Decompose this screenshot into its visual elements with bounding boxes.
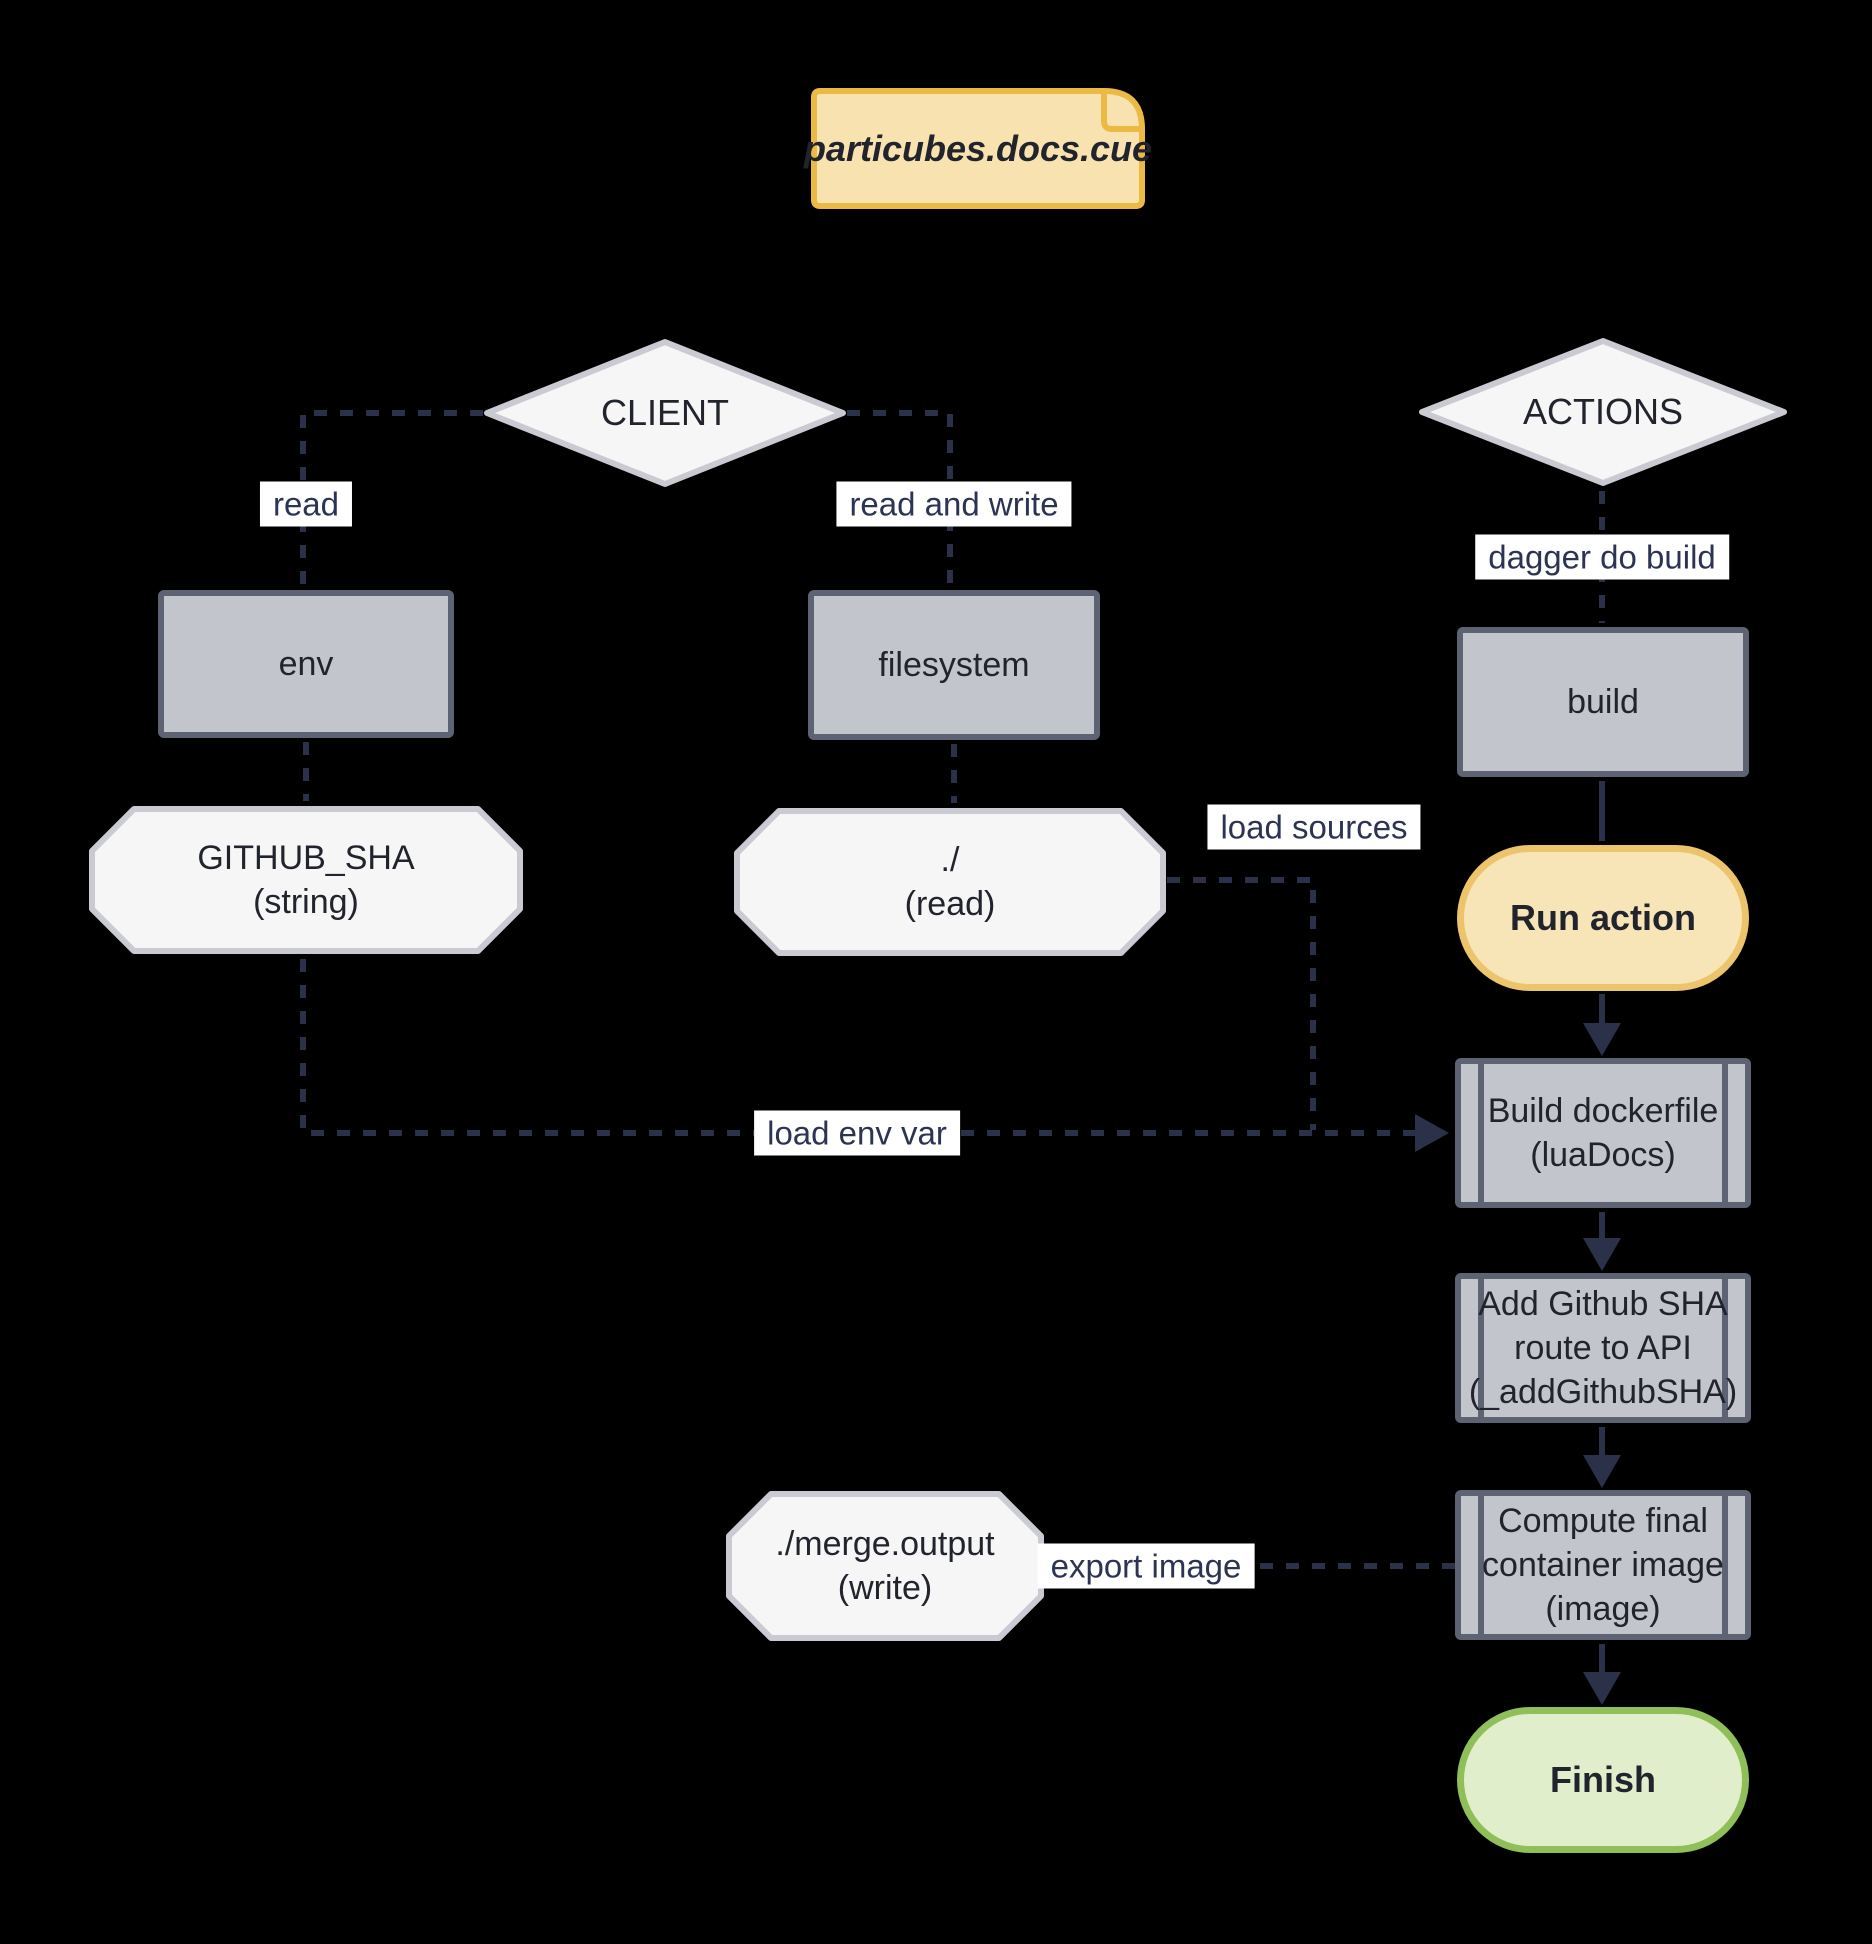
node-label: ACTIONS: [1522, 391, 1683, 432]
node-dot-slash-read: ./ (read): [733, 807, 1167, 957]
arrowhead-finish: [1583, 1672, 1621, 1705]
subroutine-bar: [1722, 1496, 1728, 1634]
actions-diamond-shape: [1419, 338, 1787, 486]
node-label: env: [278, 645, 334, 683]
client-diamond-shape: [484, 339, 846, 487]
arrowhead-runaction: [1583, 1023, 1621, 1056]
dot-slash-octagon-shape: [734, 808, 1166, 956]
node-github-sha: GITHUB_SHA (string): [88, 805, 524, 955]
subroutine-bar: [1478, 1496, 1484, 1634]
edge-label-read-and-write: read and write: [836, 481, 1072, 527]
node-label: Build dockerfile (luaDocs): [1487, 1092, 1719, 1174]
edge-client-filesystem: [847, 410, 953, 586]
node-label: Add Github SHA route to API (_addGithubS…: [1468, 1285, 1738, 1411]
edge-label-export-image: export image: [1037, 1543, 1255, 1589]
node-label: ./merge.output (write): [775, 1525, 995, 1607]
arrowhead-load-env-var: [1415, 1114, 1449, 1152]
node-label: build: [1567, 683, 1639, 721]
node-label: ./ (read): [904, 841, 996, 923]
node-label: Run action: [1510, 897, 1696, 938]
edge-label-load-env-var: load env var: [754, 1110, 960, 1156]
node-label: GITHUB_SHA (string): [197, 839, 415, 921]
node-build-dockerfile: Build dockerfile (luaDocs): [1455, 1058, 1751, 1208]
node-filesystem: filesystem: [808, 590, 1100, 740]
node-actions: ACTIONS: [1418, 337, 1788, 487]
subroutine-bar: [1722, 1064, 1728, 1202]
arrowhead-addsha: [1583, 1238, 1621, 1271]
node-label: particubes.docs.cue: [803, 127, 1153, 169]
node-compute-image: Compute final container image (image): [1455, 1490, 1751, 1640]
node-finish: Finish: [1457, 1707, 1749, 1853]
github-sha-octagon-shape: [89, 806, 523, 954]
node-client: CLIENT: [483, 338, 847, 488]
node-label: filesystem: [878, 646, 1030, 684]
node-merge-output: ./merge.output (write): [725, 1490, 1045, 1642]
node-label: Finish: [1550, 1759, 1656, 1800]
edge-label-load-sources: load sources: [1207, 804, 1421, 850]
edge-label-dagger-do-build: dagger do build: [1475, 534, 1729, 580]
edge-label-read: read: [259, 481, 353, 527]
node-label: CLIENT: [600, 392, 730, 433]
edge-dotslash-builddockerfile: [1167, 877, 1316, 1130]
subroutine-bar: [1478, 1279, 1484, 1417]
edge-client-env: [300, 410, 483, 586]
subroutine-bar: [1478, 1064, 1484, 1202]
arrowhead-compute: [1583, 1455, 1621, 1488]
note-shape: [811, 88, 1145, 209]
node-build: build: [1457, 627, 1749, 777]
node-env: env: [158, 590, 454, 738]
node-label: Compute final container image (image): [1482, 1502, 1724, 1628]
subroutine-bar: [1722, 1279, 1728, 1417]
edge-githubsha-builddockerfile: [300, 959, 1420, 1136]
node-add-github-sha: Add Github SHA route to API (_addGithubS…: [1455, 1273, 1751, 1423]
merge-output-octagon-shape: [726, 1491, 1044, 1641]
node-run-action: Run action: [1457, 845, 1749, 991]
node-note-file: particubes.docs.cue: [804, 85, 1152, 212]
